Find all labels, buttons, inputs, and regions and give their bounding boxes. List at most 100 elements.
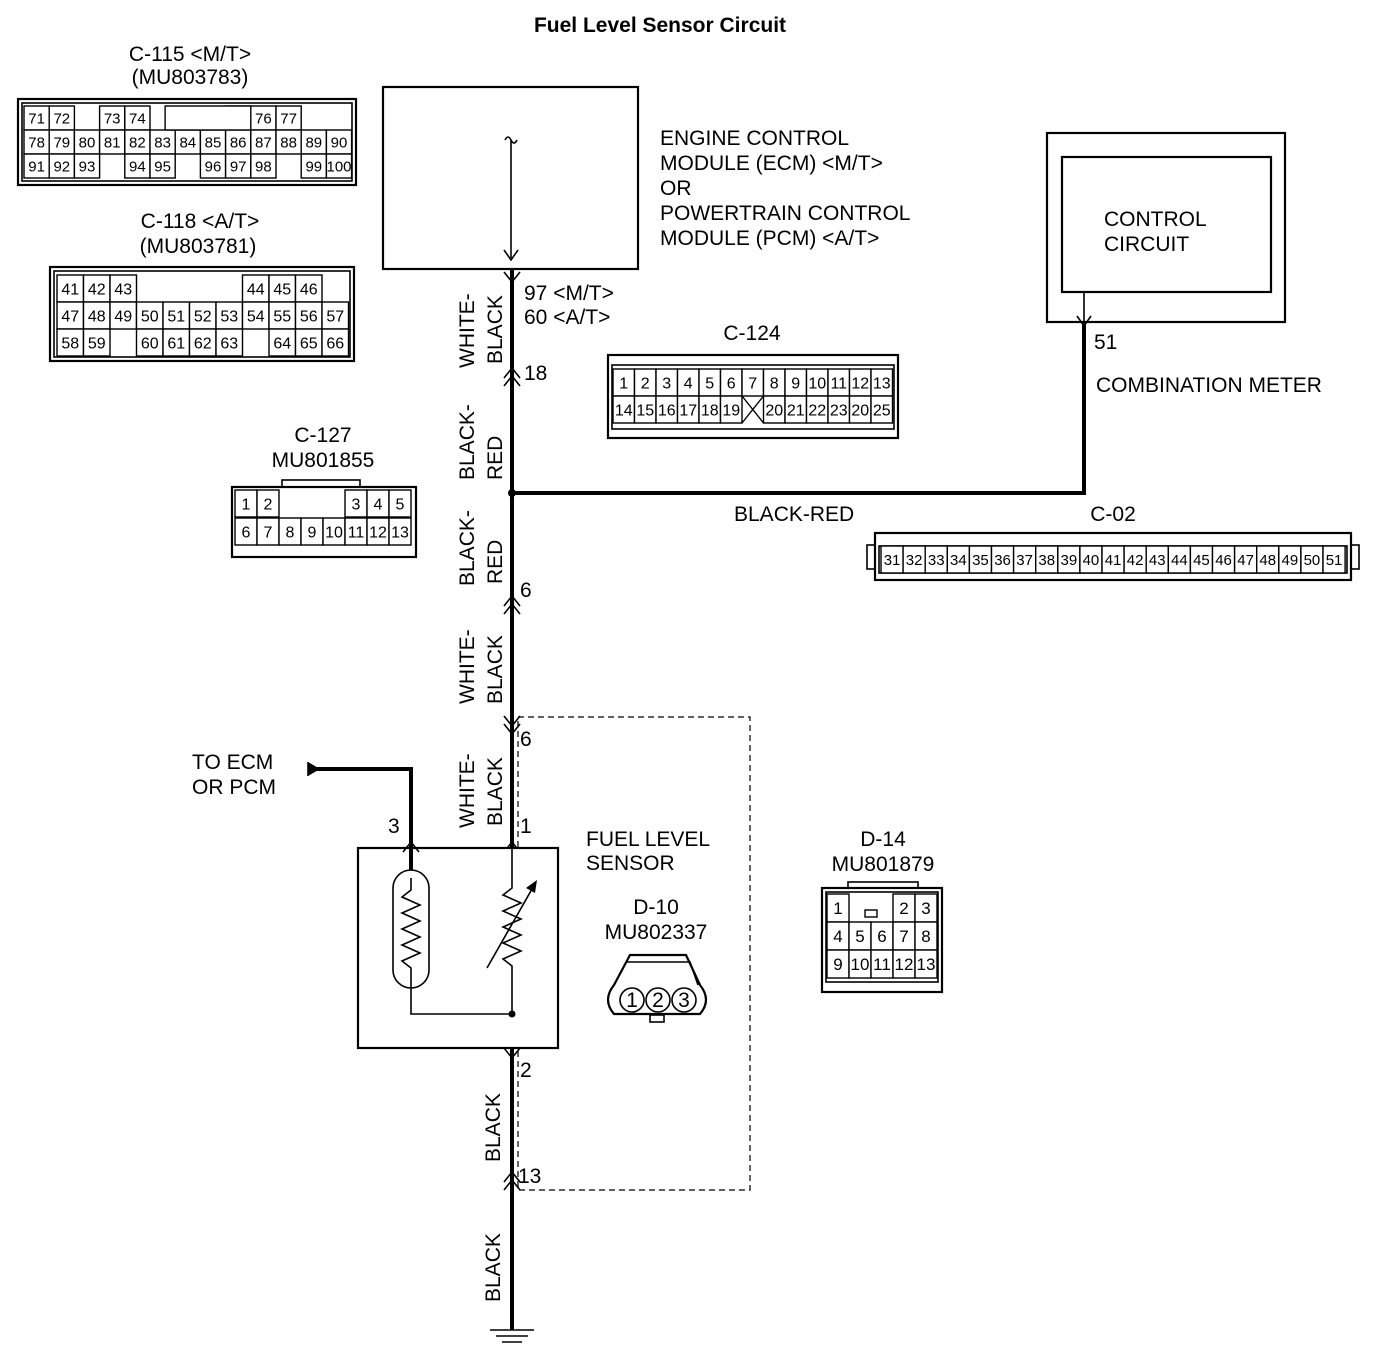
c118-pin-cell — [109, 301, 138, 330]
wire4-label-b: BLACK — [484, 635, 507, 704]
c118-pin-label: 65 — [300, 335, 318, 352]
c02-pin-label: 39 — [1061, 552, 1078, 569]
c118-pin-cell — [82, 301, 111, 330]
c127-pin-label: 11 — [348, 524, 365, 541]
d14-pin-label: 13 — [917, 955, 936, 974]
c127-pin-label: 6 — [242, 524, 251, 541]
c115-pin-cell — [250, 153, 277, 179]
d14-pin-label: 4 — [833, 927, 842, 946]
c118-pin-label: 59 — [88, 335, 106, 352]
c115-pin-cell — [48, 153, 76, 179]
c115-label: C-115 <M/T> — [129, 43, 251, 66]
c115-pin-cell — [199, 153, 227, 179]
meter-name: COMBINATION METER — [1096, 374, 1322, 397]
c124-pin-label: 12 — [851, 375, 869, 392]
wire3-label-b: RED — [484, 540, 507, 584]
c115-pin-label: 100 — [326, 158, 351, 175]
c115-pin-label: 93 — [79, 158, 96, 175]
c124-pin-label: 11 — [830, 375, 847, 392]
c124-pin-label: 1 — [619, 375, 628, 392]
meter-inner-line2: CIRCUIT — [1104, 233, 1189, 256]
ecm-pin-mt: 97 <M/T> — [524, 282, 614, 305]
c118-pin-cell — [215, 301, 244, 330]
wire-black-red-horizontal: BLACK-RED — [734, 503, 854, 526]
c124-pin-cell — [870, 395, 894, 424]
c124-pin-label: 22 — [808, 402, 826, 419]
connector-d10: D-10 MU802337 1 2 3 — [605, 896, 707, 1023]
c118-label: C-118 <A/T> — [141, 210, 260, 233]
d10-label: D-10 — [633, 896, 679, 919]
c118-pin-label: 52 — [194, 308, 212, 325]
c02-pin-label: 36 — [994, 552, 1011, 569]
c02-pin-label: 44 — [1171, 552, 1188, 569]
connector-c115: C-115 <M/T> (MU803783) 71727374757677787… — [16, 43, 358, 187]
c124-pin-label: 19 — [722, 402, 740, 419]
c115-pin-cell — [300, 153, 328, 179]
c127-pin-label: 3 — [352, 496, 361, 513]
ecm-line5: MODULE (PCM) <A/T> — [660, 227, 879, 250]
c02-pin-label: 37 — [1016, 552, 1033, 569]
ecm-line1: ENGINE CONTROL — [660, 127, 849, 150]
c02-pin-label: 33 — [928, 552, 945, 569]
c115-pin-label: 89 — [305, 134, 322, 151]
wire6-label: BLACK — [482, 1093, 505, 1162]
c115-pin-label: 86 — [230, 134, 247, 151]
c115-pin-cell — [325, 153, 353, 179]
d14-pin-label: 1 — [833, 899, 842, 918]
c124-pin-label: 5 — [705, 375, 714, 392]
c02-pin-label: 31 — [884, 552, 901, 569]
d14-pin-label: 7 — [899, 927, 908, 946]
c02-pin-label: 41 — [1105, 552, 1122, 569]
d14-pin-label: 12 — [895, 955, 914, 974]
c118-pin-cell — [82, 328, 111, 357]
wire3-label-a: BLACK- — [456, 510, 479, 586]
c124-pin-label: 25 — [873, 402, 891, 419]
c115-pin-label: 88 — [280, 134, 297, 151]
c127-pin-label: 4 — [374, 496, 383, 513]
c118-pin-label: 48 — [88, 308, 106, 325]
c127-pin-label: 9 — [308, 524, 317, 541]
d14-pin-label: 9 — [833, 955, 842, 974]
d14-pin-label: 6 — [877, 927, 886, 946]
c127-part: MU801855 — [272, 449, 375, 472]
c115-pin-label: 72 — [53, 110, 70, 127]
c118-part: (MU803781) — [140, 235, 257, 258]
c115-pin-label: 97 — [230, 158, 247, 175]
c02-label: C-02 — [1090, 503, 1136, 526]
c115-part: (MU803783) — [132, 66, 249, 89]
c124-pin-label: 7 — [748, 375, 757, 392]
wire5-label-a: WHITE- — [456, 753, 479, 828]
d14-pin-label: 10 — [851, 955, 870, 974]
pin-18: 18 — [524, 362, 547, 385]
c115-pin-label: 76 — [255, 110, 272, 127]
ecm-line3: OR — [660, 177, 692, 200]
c115-pin-label: 73 — [104, 110, 121, 127]
c124-pin-label: 13 — [873, 375, 891, 392]
c124-pin-label: 16 — [658, 402, 676, 419]
d14-pin-label: 3 — [921, 899, 930, 918]
ecm-module: ENGINE CONTROL MODULE (ECM) <M/T> OR POW… — [381, 85, 910, 271]
ecm-line4: POWERTRAIN CONTROL — [660, 202, 910, 225]
d10-pin-2: 2 — [652, 989, 664, 1012]
to-ecm-line2: OR PCM — [192, 776, 276, 799]
c02-pin-label: 38 — [1038, 552, 1055, 569]
d14-pin-label: 11 — [873, 955, 891, 974]
d10-pin-1: 1 — [626, 989, 638, 1012]
sensor-pin-1: 1 — [520, 815, 532, 838]
c124-pin-label: 14 — [615, 402, 633, 419]
c118-pin-cell — [56, 274, 85, 303]
c127-pin-label: 10 — [325, 524, 343, 541]
c115-pin-label: 91 — [28, 158, 45, 175]
c127-label: C-127 — [294, 424, 351, 447]
c115-pin-label: 84 — [179, 134, 196, 151]
ecm-line2: MODULE (ECM) <M/T> — [660, 152, 883, 175]
variable-resistor-icon — [501, 848, 523, 1014]
c118-pin-cell — [188, 328, 217, 357]
c124-label: C-124 — [723, 322, 781, 345]
pin-13: 13 — [518, 1165, 541, 1188]
